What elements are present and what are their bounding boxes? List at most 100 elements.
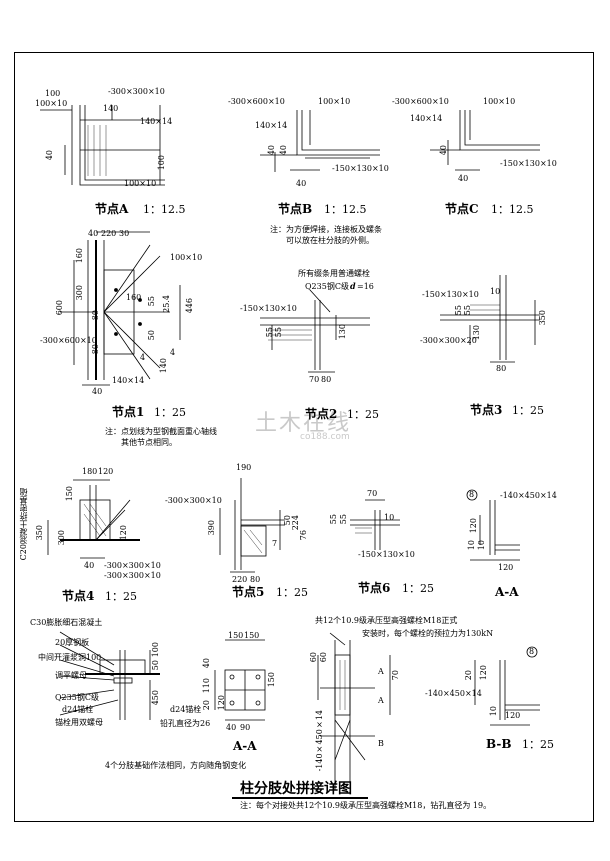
node-3-drawing [440,275,540,363]
dim-label: 50 [147,330,156,341]
node-3-scale: 1：25 [512,404,544,417]
dim-label: 140×14 [255,121,288,130]
node-4-scale: 1：25 [105,590,137,603]
dim-label: 40 [296,179,307,188]
dim-label: 110 [202,678,211,694]
dim-label: 120 [498,563,514,572]
section-aa-bottom-title: A-A [233,739,257,753]
node-4-title: 节点4 [62,589,95,603]
dim-label: 160 [126,293,142,302]
dim-label: 100 [157,155,166,171]
dim-label: 160 [75,248,84,264]
dim-label: 150 [267,672,276,688]
dim-label: 150 [244,631,260,640]
dim-label: 55 [265,327,274,338]
base-note: 4个分肢基础作法相同，方向随角钢变化 [105,761,247,770]
dim-label: 30 [119,229,130,238]
dim-label: 120 [119,525,128,541]
dim-label: 7 [272,539,278,548]
dim-label: 40 [202,658,211,669]
dim-label: 100 [45,89,61,98]
foundation-label: C20混凝土挤密基础 [19,488,28,561]
dim-label: 40 [226,723,237,732]
base-label: 20厚钢板 [55,638,90,647]
dim-label: 40 [458,174,469,183]
dim-label: 70 [367,489,378,498]
bolt-d-symbol: d [350,281,356,291]
callout-number: 8 [469,490,475,499]
dim-label: 220 [232,575,248,584]
dim-label: 150 [65,486,74,502]
bottom-note: 注：每个对接处共12个10.9级承压型高强螺栓M18，钻孔直径为 19。 [240,801,492,810]
base-label: Q235钢C级 [55,693,99,702]
dim-label: -300×600×10 [392,97,449,106]
dim-label: 446 [185,298,194,314]
section-bb-drawing [474,646,540,726]
dim-label: -150×130×10 [240,304,297,313]
bolt-d-value: =16 [357,282,374,291]
dim-label: 70 [391,670,400,681]
dim-label: 80 [321,375,332,384]
dim-label: 130 [338,324,347,340]
section-aa-top-drawing [466,489,520,561]
dim-label: 70 [309,375,320,384]
base-label: 调平螺母 [55,671,87,680]
section-aa-top-title: A-A [495,585,519,599]
section-bb-title: B-B [486,737,512,751]
dim-label: 40 [45,150,54,161]
dim-label: -140×450×14 [500,491,557,500]
splice-note-1: 共12个10.9级承压型高强螺栓M18正式 [315,616,458,625]
dim-label: 10 [384,513,395,522]
dim-label: 220 [101,229,117,238]
dim-label: 120 [505,711,521,720]
node-3-title: 节点3 [470,403,503,417]
dim-label: 40 [267,145,276,156]
dim-label: 55 [147,296,156,307]
node-b-note: 注：为方便焊接，连接板及螺条 可以放在柱分肢的外侧。 [270,225,382,246]
dim-label: 20 [464,670,473,681]
node-b-drawing [260,110,380,172]
dim-label: 100×10 [483,97,516,106]
dim-label: 100×10 [35,99,68,108]
dim-label: 55 [274,327,283,338]
dim-label: 350 [538,310,547,326]
dim-label: -150×130×10 [500,159,557,168]
section-mark-b: B [378,739,384,748]
node-a-scale: 1：12.5 [143,203,186,216]
node-b-title: 节点B [278,202,313,216]
dim-label: 300 [57,530,66,546]
bolt-label: d24锚栓 [170,705,202,714]
callout-number: 8 [529,647,535,656]
node-1-title: 节点1 [112,405,145,419]
dim-label: -300×300×20 [420,336,477,345]
dim-label: 40 [279,145,288,156]
dim-label: 80 [496,364,507,373]
dim-label: 140×14 [410,114,443,123]
splice-note-2: 安装时，每个螺栓的预拉力为130kN [362,629,494,638]
dim-label: 80 [91,310,100,321]
dim-label: 390 [207,520,216,536]
dim-label: 450 [151,690,160,706]
node-2-scale: 1：25 [347,408,379,421]
watermark: 土木在线 [255,411,352,436]
node-c-scale: 1：12.5 [491,203,534,216]
dim-label: 10 [489,706,498,717]
dim-label: -140×450×14 [315,710,324,772]
dim-label: -140×450×14 [425,689,482,698]
dim-label: 55 [329,514,338,525]
dim-label: 40 [88,229,99,238]
node-5-scale: 1：25 [276,586,308,599]
dim-label: -150×130×10 [422,290,479,299]
dim-label: 350 [35,525,44,541]
dim-label: 100×10 [124,179,157,188]
dim-label: 10 [467,540,476,551]
dim-label: -300×600×10 [40,336,97,345]
dim-label: 120 [217,695,226,711]
dim-label: 100×10 [318,97,351,106]
dim-label: 100 [151,642,160,658]
dim-label: -300×300×10 [165,496,222,505]
dim-label: 55 [463,305,472,316]
hole-label: 铅孔直径为26 [160,719,211,728]
dim-label: 150 [228,631,244,640]
